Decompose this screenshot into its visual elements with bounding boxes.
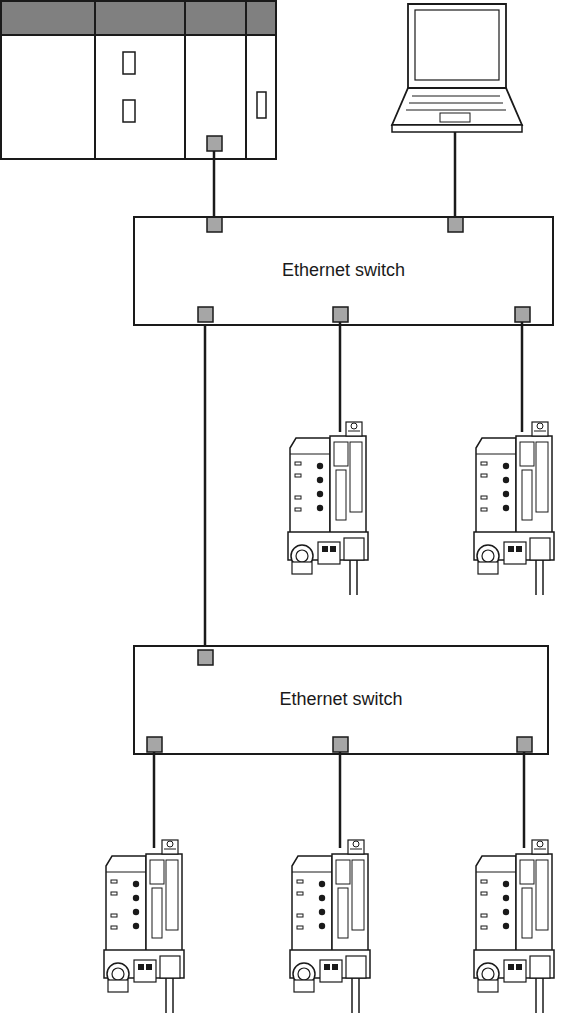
io-device <box>104 840 184 1013</box>
io-device <box>290 840 370 1013</box>
io-device <box>474 840 554 1013</box>
switch-label: Ethernet switch <box>282 260 405 282</box>
ethernet-switch: Ethernet switch <box>133 216 554 326</box>
ethernet-cable <box>204 326 207 645</box>
switch-ports <box>147 217 532 752</box>
io-device <box>474 422 554 595</box>
cables <box>154 132 524 848</box>
switch-label: Ethernet switch <box>279 689 402 711</box>
plc-rack <box>1 1 276 159</box>
laptop <box>392 4 522 132</box>
io-devices <box>104 422 554 1013</box>
io-device <box>288 422 368 595</box>
ethernet-switch: Ethernet switch <box>133 645 549 755</box>
